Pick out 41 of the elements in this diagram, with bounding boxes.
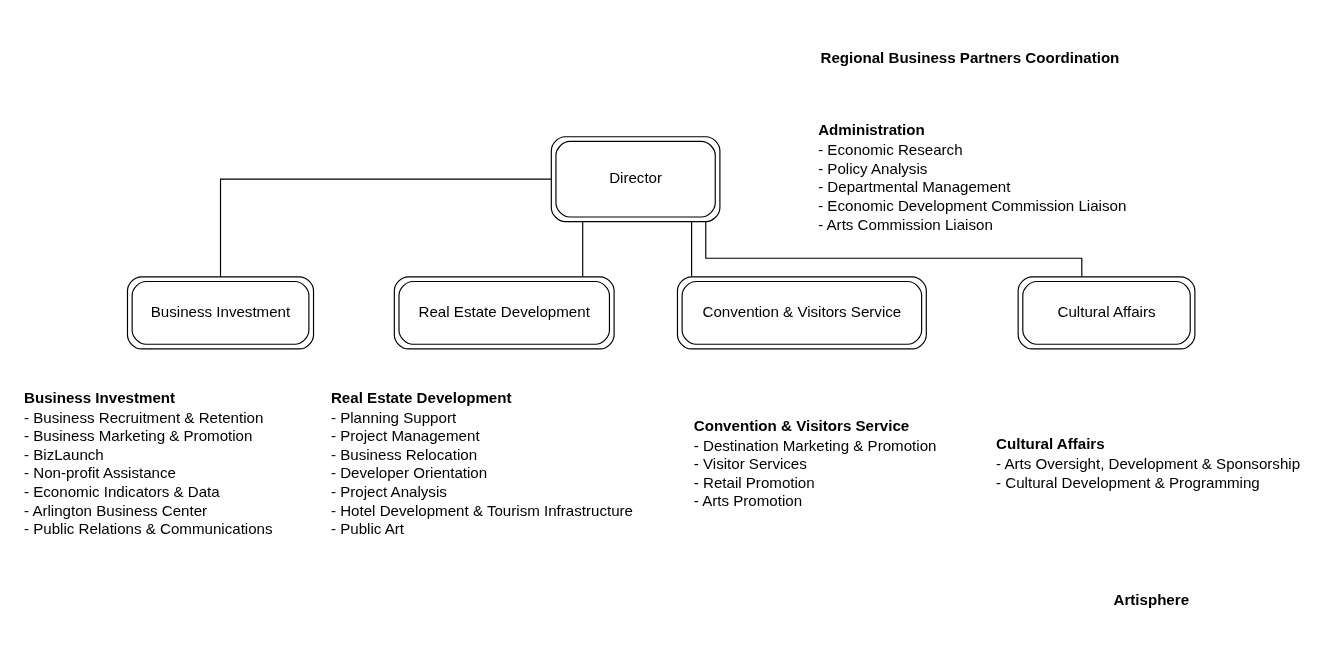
node-label: Cultural Affairs — [996, 434, 1105, 452]
connector — [582, 220, 584, 277]
node-box: Cultural Affairs — [1017, 275, 1196, 349]
node-label: - Economic Development Commission Liaison — [818, 196, 1127, 214]
label: Artisphere — [1113, 590, 1190, 608]
node-label: - Arts Oversight, Development & Sponsorship — [996, 454, 1301, 472]
node-box: Real Estate Development — [393, 275, 615, 349]
node-label: - Business Marketing & Promotion — [24, 426, 253, 444]
connector — [219, 178, 552, 277]
node-label: - Destination Marketing & Promotion — [693, 436, 937, 454]
node-label: - Non-profit Assistance — [24, 463, 176, 481]
node-label: - BizLaunch — [24, 445, 104, 463]
connector — [691, 220, 693, 277]
node-label: - Business Recruitment & Retention — [24, 408, 264, 426]
node-box: Director — [550, 135, 721, 222]
label: Regional Business Partners Coordination — [820, 48, 1120, 66]
node-label: - Business Relocation — [330, 445, 478, 463]
node-label: - Departmental Management — [818, 177, 1011, 195]
node-label: - Arts Commission Liaison — [818, 215, 993, 233]
node-label: Business Investment — [24, 388, 176, 406]
node-label: - Hotel Development & Tourism Infrastructure — [330, 501, 633, 519]
node-label: Real Estate Development — [330, 388, 512, 406]
node-box: Convention & Visitors Service — [676, 275, 927, 349]
node-label: - Visitor Services — [693, 454, 807, 472]
node-label: - Arlington Business Center — [24, 501, 208, 519]
node-label: - Public Relations & Communications — [24, 519, 273, 537]
node-box: Business Investment — [126, 275, 315, 349]
node-label: - Cultural Development & Programming — [996, 473, 1260, 491]
node-label: - Policy Analysis — [818, 159, 928, 177]
node-label: - Economic Indicators & Data — [24, 482, 220, 500]
node-label: - Planning Support — [330, 408, 457, 426]
node-label: Convention & Visitors Service — [693, 416, 910, 434]
connector — [705, 220, 1083, 277]
node-label: - Project Analysis — [330, 482, 447, 500]
node-label: - Project Management — [330, 426, 480, 444]
node-label: - Economic Research — [818, 140, 963, 158]
node-label: - Arts Promotion — [693, 491, 803, 509]
node-label: - Public Art — [330, 519, 405, 537]
node-label: - Retail Promotion — [693, 473, 815, 491]
node-label: - Developer Orientation — [330, 463, 488, 481]
node-label: Administration — [818, 120, 925, 138]
